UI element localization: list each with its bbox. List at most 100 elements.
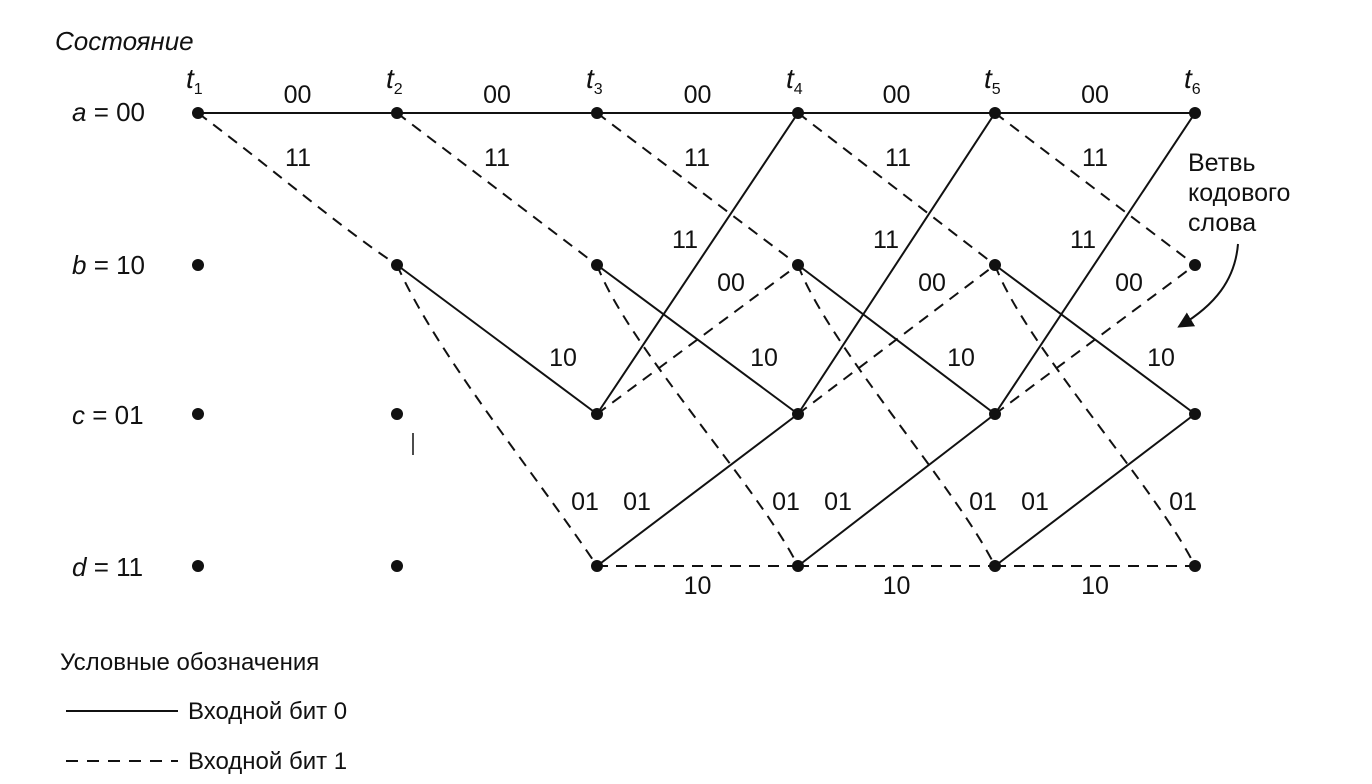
time-label-t1: t1 <box>186 63 203 98</box>
label-a-a-t3: 00 <box>684 81 712 109</box>
label-a-b-t3: 11 <box>684 144 710 172</box>
trellis-edges <box>197 112 1196 567</box>
label-b-c-t5: 10 <box>1147 344 1175 372</box>
trellis-nodes <box>192 107 1201 572</box>
time-label-t3: t3 <box>586 63 603 98</box>
label-a-a-t5: 00 <box>1081 81 1109 109</box>
label-b-d-t5: 01 <box>1169 488 1197 516</box>
branch-c-a-t3 <box>596 112 799 415</box>
time-label-t5: t5 <box>984 63 1001 98</box>
node-b-t2 <box>391 259 403 271</box>
label-b-c-t3: 10 <box>750 344 778 372</box>
state-label-d: d = 11 <box>72 552 143 582</box>
branch-b-d-t4 <box>797 264 996 567</box>
label-a-a-t4: 00 <box>883 81 911 109</box>
node-c-t1 <box>192 408 204 420</box>
node-a-t3 <box>591 107 603 119</box>
node-b-t3 <box>591 259 603 271</box>
callout-line-3: слова <box>1188 209 1256 237</box>
node-a-t5 <box>989 107 1001 119</box>
branch-a-b-t2 <box>396 112 598 266</box>
branch-a-b-t4 <box>797 112 996 266</box>
label-a-b-t1: 11 <box>285 144 311 172</box>
state-label-a: a = 00 <box>72 97 145 127</box>
node-b-t5 <box>989 259 1001 271</box>
node-a-t2 <box>391 107 403 119</box>
time-labels: t1 t2 t3 t4 t5 t6 <box>186 63 1201 98</box>
label-c-a-t3: 11 <box>672 226 698 254</box>
branch-b-d-t3 <box>596 264 799 567</box>
branch-a-b-t1 <box>197 112 398 266</box>
label-a-b-t2: 11 <box>484 144 510 172</box>
branch-c-b-t4 <box>797 264 996 415</box>
branch-a-b-t3 <box>596 112 799 266</box>
label-c-a-t5: 11 <box>1070 226 1096 254</box>
label-b-c-t4: 10 <box>947 344 975 372</box>
branch-b-d-t2 <box>396 264 598 567</box>
label-c-b-t5: 00 <box>1115 269 1143 297</box>
node-a-t6 <box>1189 107 1201 119</box>
branch-b-c-t2 <box>396 264 598 415</box>
label-b-d-t2: 01 <box>571 488 599 516</box>
branch-d-c-t5 <box>994 413 1196 567</box>
codeword-branch-callout: Ветвь кодового слова <box>1177 149 1290 328</box>
state-label-c: c = 01 <box>72 400 144 430</box>
node-d-t4 <box>792 560 804 572</box>
node-c-t6 <box>1189 408 1201 420</box>
label-a-b-t4: 11 <box>885 144 911 172</box>
node-c-t4 <box>792 408 804 420</box>
branch-c-a-t5 <box>994 112 1196 415</box>
callout-line-1: Ветвь <box>1188 149 1256 177</box>
node-c-t3 <box>591 408 603 420</box>
branch-c-b-t3 <box>596 264 799 415</box>
callout-line-2: кодового <box>1188 179 1290 207</box>
node-a-t1 <box>192 107 204 119</box>
branch-b-c-t3 <box>596 264 799 415</box>
node-a-t4 <box>792 107 804 119</box>
legend-solid-label: Входной бит 0 <box>188 698 347 725</box>
label-d-c-t3: 01 <box>623 488 651 516</box>
time-label-t6: t6 <box>1184 63 1201 98</box>
branch-a-b-t5 <box>994 112 1196 266</box>
node-d-t5 <box>989 560 1001 572</box>
label-a-a-t2: 00 <box>483 81 511 109</box>
label-c-b-t3: 00 <box>717 269 745 297</box>
node-d-t6 <box>1189 560 1201 572</box>
branch-d-c-t4 <box>797 413 996 567</box>
node-c-t5 <box>989 408 1001 420</box>
node-d-t2 <box>391 560 403 572</box>
label-a-a-t1: 00 <box>284 81 312 109</box>
label-d-d-t5: 10 <box>1081 572 1109 600</box>
node-c-t2 <box>391 408 403 420</box>
node-b-t6 <box>1189 259 1201 271</box>
time-label-t4: t4 <box>786 63 803 98</box>
node-d-t3 <box>591 560 603 572</box>
label-a-b-t5: 11 <box>1082 144 1108 172</box>
node-b-t4 <box>792 259 804 271</box>
label-b-d-t4: 01 <box>969 488 997 516</box>
callout-arrow <box>1177 243 1239 328</box>
node-b-t1 <box>192 259 204 271</box>
label-d-c-t4: 01 <box>824 488 852 516</box>
legend: Условные обозначения Входной бит 0 Входн… <box>60 649 347 775</box>
label-c-a-t4: 11 <box>873 226 899 254</box>
legend-title: Условные обозначения <box>60 649 319 676</box>
state-label-b: b = 10 <box>72 250 145 280</box>
label-d-d-t4: 10 <box>883 572 911 600</box>
branch-labels: 00 11 00 11 00 11 00 11 00 11 10 01 10 01 10 01 10 01 11 00… <box>284 81 1197 600</box>
node-d-t1 <box>192 560 204 572</box>
branch-c-a-t4 <box>797 112 996 415</box>
legend-dashed-label: Входной бит 1 <box>188 748 347 775</box>
branch-c-b-t5 <box>994 264 1196 415</box>
label-d-c-t5: 01 <box>1021 488 1049 516</box>
state-labels: a = 00 b = 10 c = 01 d = 11 <box>72 97 145 582</box>
state-header: Состояние <box>55 26 194 56</box>
label-b-c-t2: 10 <box>549 344 577 372</box>
time-label-t2: t2 <box>386 63 403 98</box>
label-c-b-t4: 00 <box>918 269 946 297</box>
branch-b-d-t5 <box>994 264 1196 567</box>
branch-d-c-t3 <box>596 413 799 567</box>
label-d-d-t3: 10 <box>684 572 712 600</box>
label-b-d-t3: 01 <box>772 488 800 516</box>
